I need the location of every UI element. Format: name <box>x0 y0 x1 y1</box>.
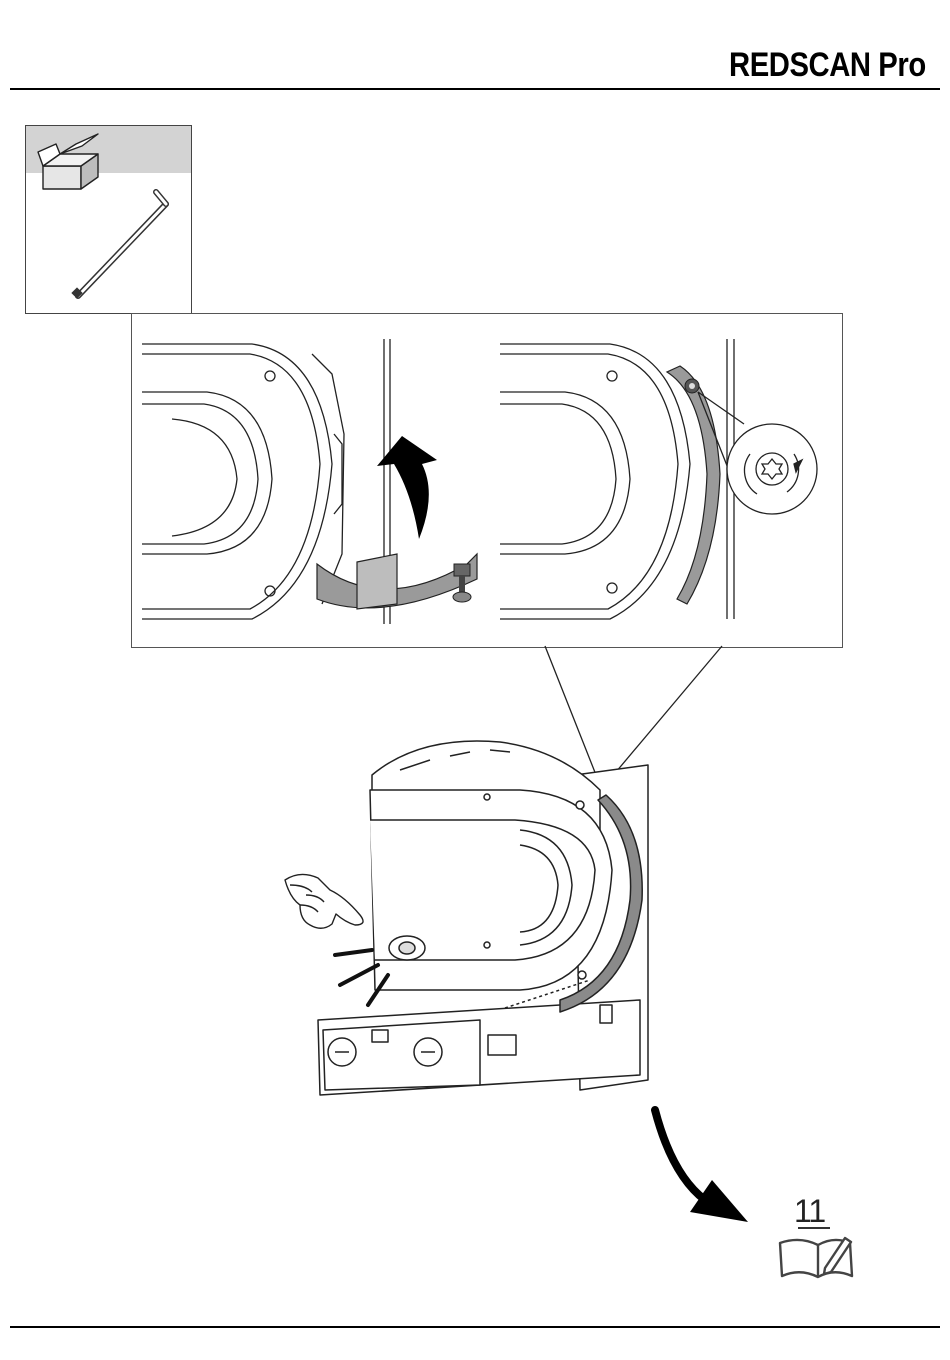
callout-lines <box>545 646 722 785</box>
pointing-hand-icon <box>285 874 363 928</box>
manual-book-pencil-icon <box>780 1228 852 1277</box>
scanner-device <box>318 741 648 1095</box>
footer-rule <box>10 1326 940 1328</box>
next-step-arrow-icon <box>655 1110 748 1222</box>
page-reference: 11 <box>794 1193 825 1230</box>
